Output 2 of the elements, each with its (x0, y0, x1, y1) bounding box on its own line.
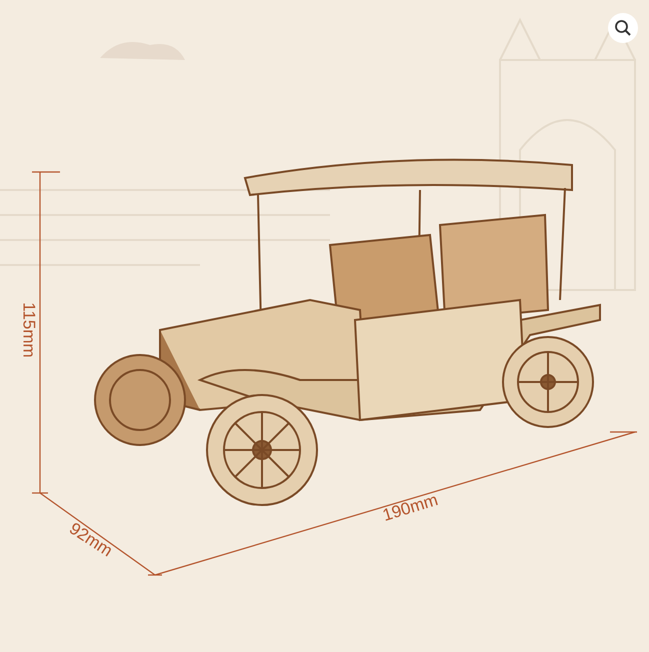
length-dimension-label: 190mm (380, 490, 440, 526)
height-dimension-label: 115mm (18, 302, 38, 358)
